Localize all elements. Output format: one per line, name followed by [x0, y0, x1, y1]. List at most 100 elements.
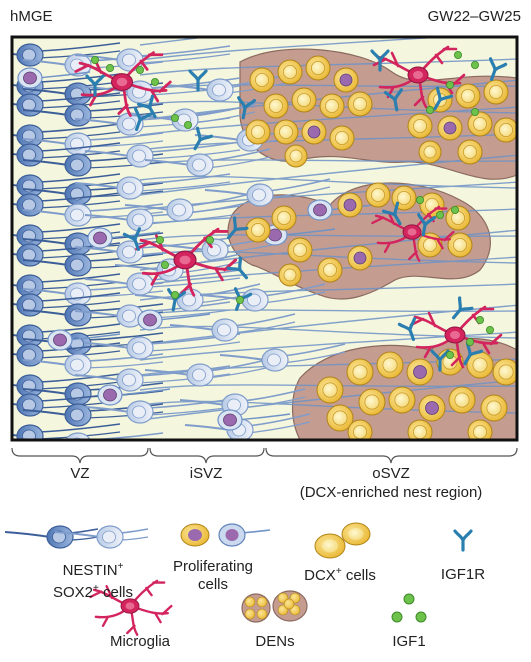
radial-fiber [139, 37, 212, 46]
dcx-cell [467, 111, 493, 137]
dcx-cell [319, 93, 345, 119]
igf1r-receptor [226, 216, 249, 240]
dcx-cell [418, 140, 442, 164]
legend-proliferating-blue [218, 523, 271, 547]
nest-proliferating-cell [337, 192, 363, 218]
light-radial-cell [22, 203, 164, 227]
dcx-cell [419, 192, 445, 218]
light-radial-cell [22, 282, 164, 306]
region-label: hMGE [10, 8, 53, 25]
igf1-ligand [183, 121, 192, 130]
radial-fiber [139, 379, 517, 421]
dcx-cell [493, 117, 517, 143]
microglia-cell [89, 579, 173, 636]
nest-proliferating-cell [418, 394, 446, 422]
igf1-ligand [170, 114, 179, 123]
light-radial-cell [74, 365, 231, 392]
dcx-cell [273, 119, 299, 145]
igf1r-receptor [397, 317, 417, 341]
light-radial-cell [84, 269, 241, 296]
legend-label-microglia: Microglia [109, 633, 170, 650]
dcx-cell [317, 257, 343, 283]
dcx-cell [388, 386, 416, 414]
legend-dcx-icons [314, 522, 371, 559]
legend-igf1-dot [403, 593, 415, 605]
radial-fiber [139, 309, 517, 316]
light-radial-cell [204, 178, 331, 207]
dcx-cell [277, 59, 303, 85]
zone-label-isvz: iSVZ [189, 465, 223, 482]
nest-proliferating-cell [333, 67, 359, 93]
legend-proliferating-icons [180, 523, 271, 547]
igf1-ligand [425, 106, 434, 115]
igf1-ligand [465, 337, 474, 346]
dcx-cell [271, 205, 297, 231]
proliferating-cell [87, 227, 161, 249]
nest-proliferating-cell [301, 119, 327, 145]
igf1-ligand [470, 61, 479, 70]
dcx-cell [457, 139, 483, 165]
light-radial-cell [169, 313, 296, 342]
legend-proliferating-yellow [180, 523, 210, 547]
nestin-cell [12, 323, 121, 348]
igf1-ligand [453, 51, 462, 60]
dcx-cell [278, 263, 302, 287]
dcx-cell [455, 83, 481, 109]
dcx-cell [245, 119, 271, 145]
igf1r-receptor [193, 126, 214, 151]
nest-proliferating-cell [437, 115, 463, 141]
age-label: GW22–GW25 [427, 8, 521, 25]
nestin-cell [22, 153, 164, 177]
igf1r-receptor [433, 86, 454, 111]
igf1-ligand [235, 295, 244, 304]
microglia-cell [74, 51, 172, 117]
igf1-ligand [475, 315, 484, 324]
light-radial-cell [84, 141, 241, 168]
legend-label-dcx: DCX+ cells [304, 566, 376, 584]
legend-nestin-icons [4, 525, 149, 549]
dcx-cell [347, 91, 373, 117]
dcx-cell [480, 394, 508, 422]
microglia-cell [409, 305, 503, 369]
light-radial-cell [124, 193, 251, 222]
dcx-cell [326, 404, 354, 432]
legend-icons [4, 522, 473, 636]
igf1-ligand [485, 325, 494, 334]
igf1-ligand [150, 78, 159, 87]
light-radial-cell [54, 525, 149, 549]
legend-dens-icons [241, 590, 308, 623]
light-radial-cell [84, 77, 241, 104]
light-radial-cell [134, 283, 261, 312]
zone-label-osvz-sub: (DCX-enriched nest region) [299, 484, 483, 501]
dcx-cell [467, 419, 493, 440]
nestin-cell [22, 232, 164, 256]
legend-label-dens: DENs [255, 633, 295, 650]
radial-fiber [139, 331, 517, 361]
dcx-cell [492, 358, 517, 386]
igf1-ligand [435, 210, 444, 219]
light-radial-cell [84, 333, 241, 360]
igf1-ligand [470, 108, 479, 117]
zone-label-osvz: oSVZ [372, 465, 410, 482]
dcx-cell [305, 55, 331, 81]
igf1r-receptor [417, 213, 437, 237]
nest-proliferating-cell [406, 358, 434, 386]
igf1r-receptor [237, 96, 257, 120]
zone-braces [11, 447, 518, 464]
dcx-cell [329, 125, 355, 151]
tissue-box-border [10, 35, 519, 442]
igf1r-receptor [381, 201, 402, 226]
legend-label-igf1: IGF1 [392, 633, 426, 650]
dcx-cell [284, 144, 308, 168]
igf1-ligand [450, 205, 459, 214]
isvz-brace [149, 447, 265, 464]
igf1r-receptor [122, 227, 142, 251]
dcx-cell [407, 113, 433, 139]
igf1r-receptor [136, 94, 157, 119]
nestin-cell [22, 403, 164, 427]
dcx-cell [287, 237, 313, 263]
dcx-cell [245, 217, 271, 243]
legend-igf1-dot [391, 611, 403, 623]
